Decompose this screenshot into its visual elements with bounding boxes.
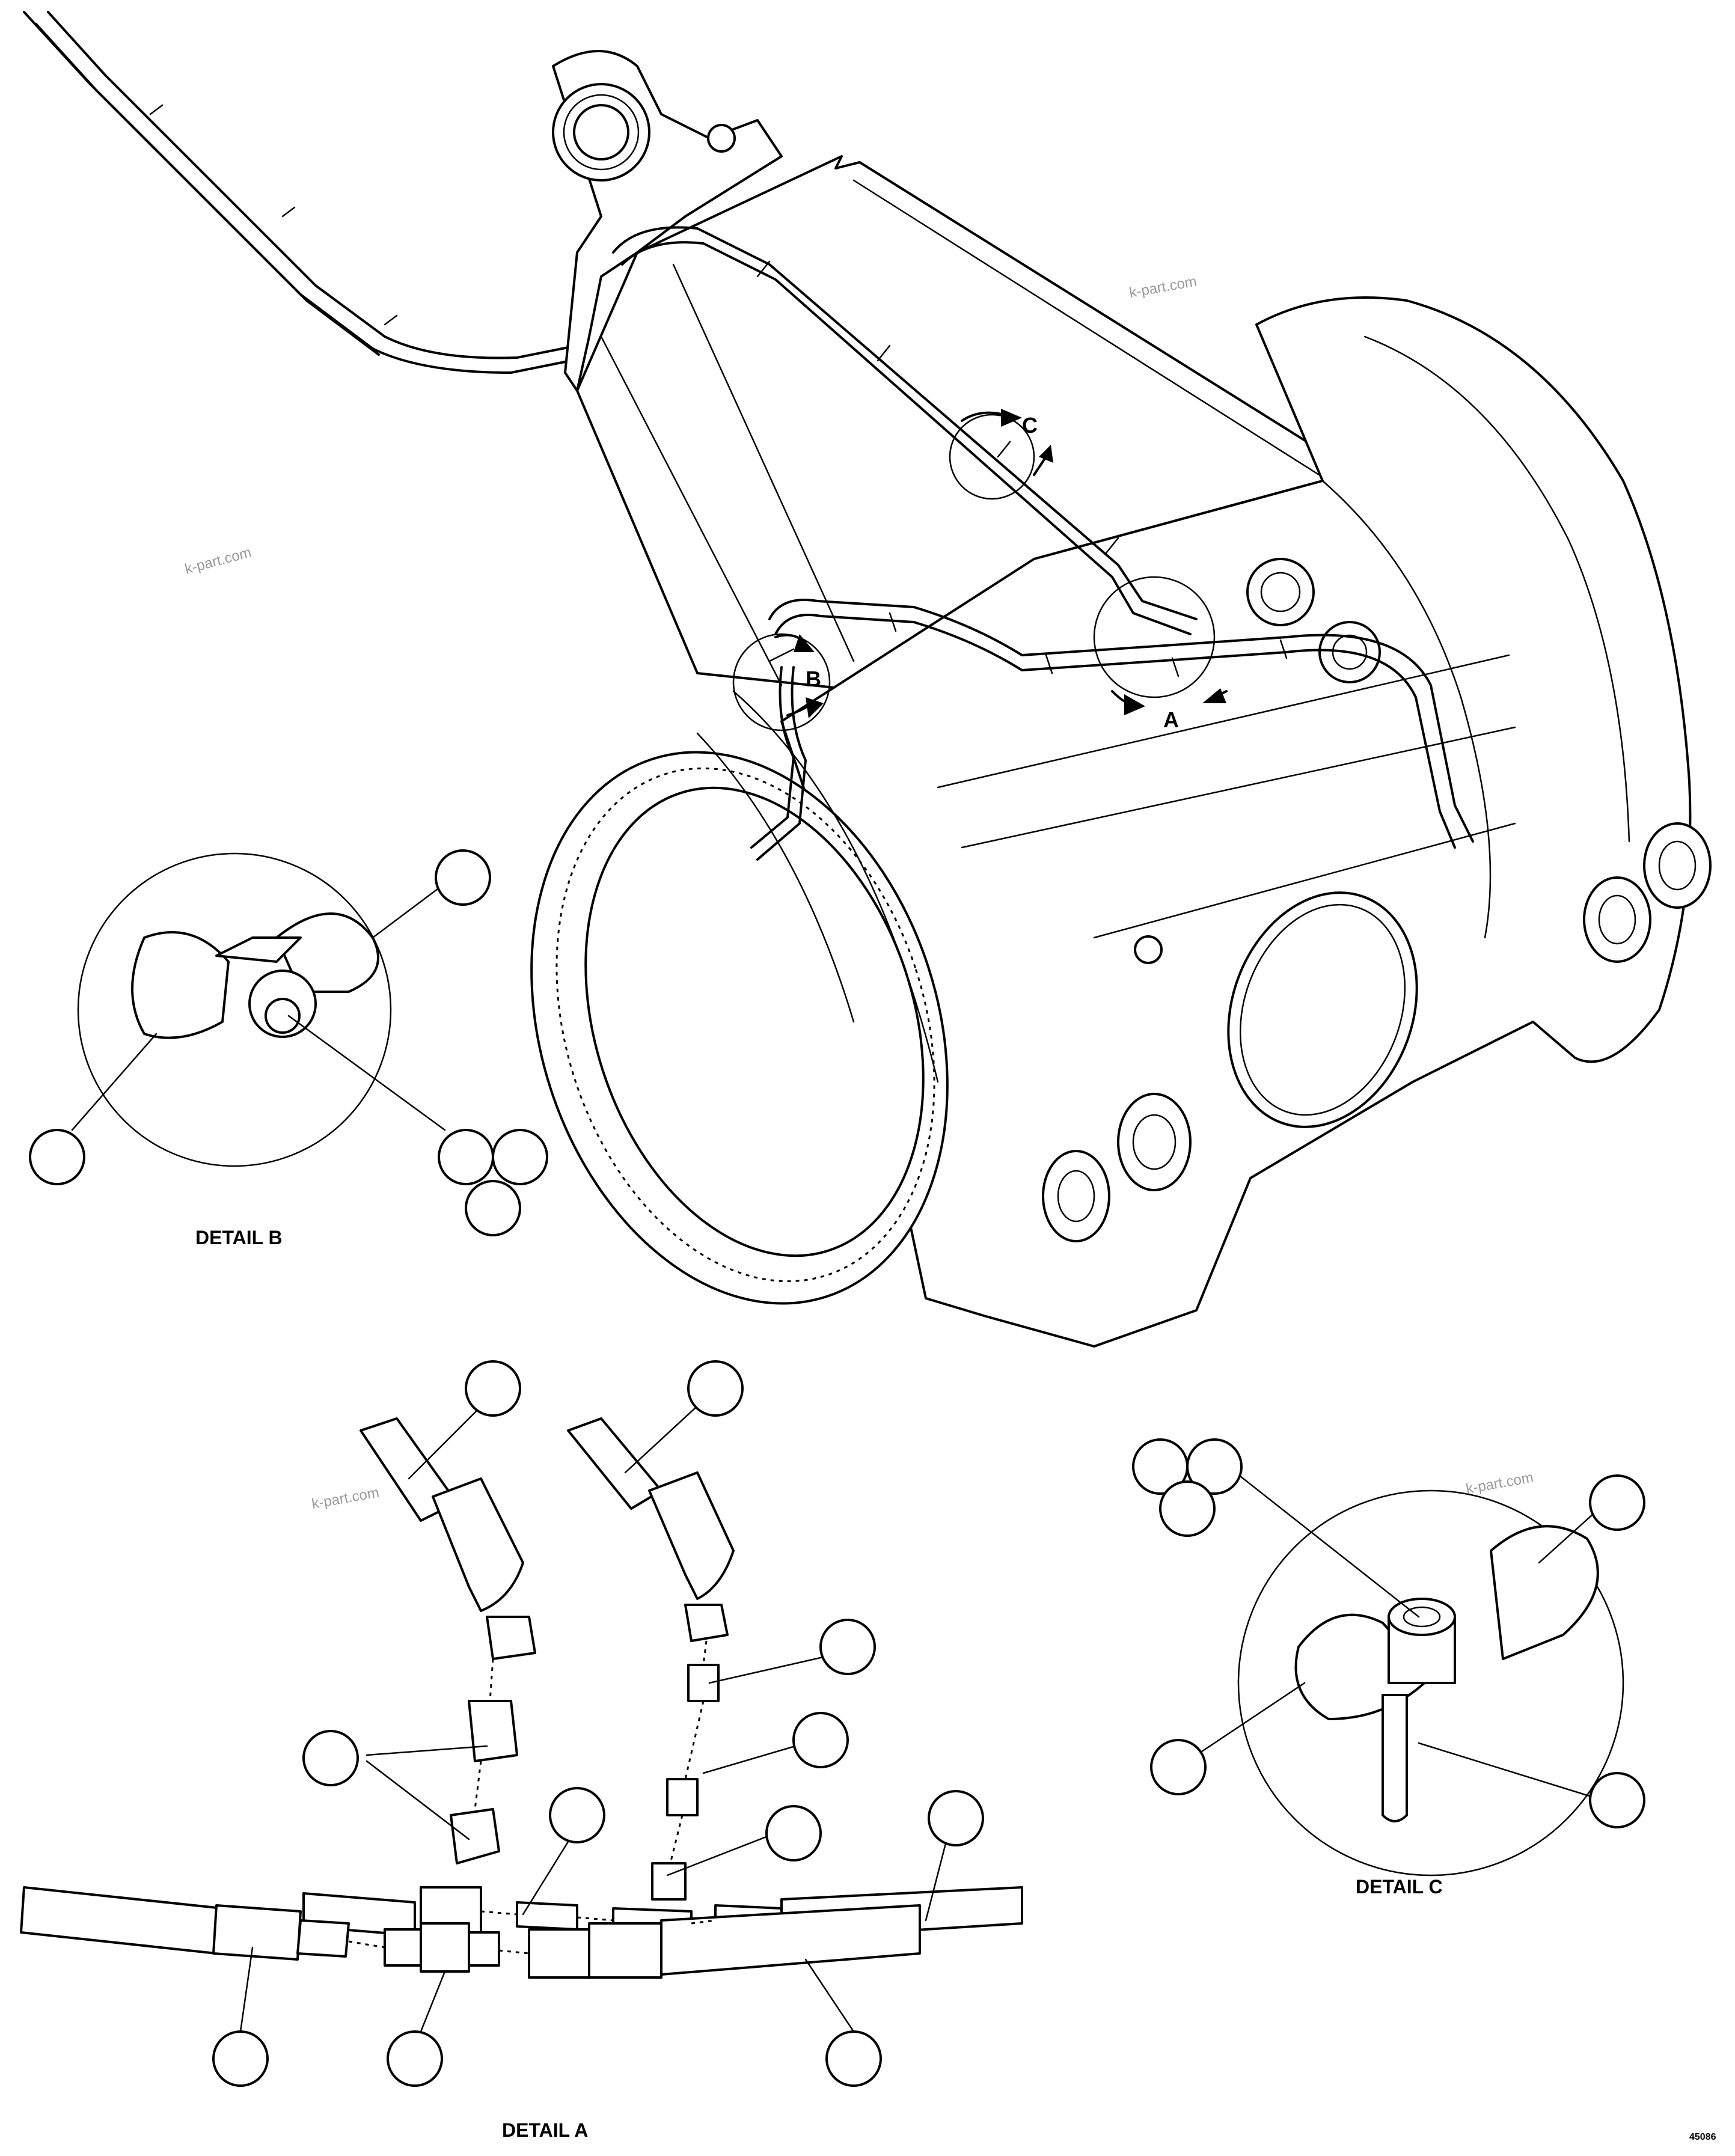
callout-balloon-icon bbox=[1186, 1438, 1243, 1495]
view-circle-c bbox=[949, 414, 1035, 500]
callout-balloon-icon bbox=[465, 1180, 521, 1236]
view-circle-a bbox=[1093, 576, 1216, 698]
view-marker-c: C bbox=[1022, 413, 1038, 438]
mounting-bracket bbox=[552, 50, 783, 392]
view-arrow-icon bbox=[806, 697, 824, 718]
view-arrow-icon bbox=[1001, 409, 1022, 427]
callout-balloon-icon bbox=[212, 2030, 269, 2087]
callout-balloon-icon bbox=[928, 1790, 984, 1846]
callout-balloon-icon bbox=[1589, 1772, 1645, 1828]
rear-housing bbox=[780, 296, 1712, 1348]
view-marker-b: B bbox=[806, 667, 821, 691]
detail-c: DETAIL C k-part.com bbox=[1132, 1438, 1645, 1898]
callout-balloon-icon bbox=[29, 1129, 85, 1185]
callout-balloon-icon bbox=[492, 1129, 548, 1185]
callout-balloon-icon bbox=[1589, 1474, 1645, 1531]
routed-hoses bbox=[612, 226, 1474, 861]
callout-balloon-icon bbox=[435, 849, 491, 906]
callout-balloon-icon bbox=[302, 1730, 359, 1786]
callout-balloon-icon bbox=[438, 1129, 494, 1185]
view-arrow-icon bbox=[1039, 445, 1053, 463]
detail-b-title: DETAIL B bbox=[195, 1227, 283, 1248]
detail-b: DETAIL B bbox=[29, 849, 548, 1248]
view-indicators: C B A bbox=[732, 409, 1228, 732]
view-arrow-icon bbox=[1124, 694, 1145, 715]
detail-c-title: DETAIL C bbox=[1356, 1876, 1443, 1898]
callout-balloon-icon bbox=[549, 1787, 605, 1843]
callout-balloon-icon bbox=[792, 1712, 849, 1768]
watermark: k-part.com bbox=[183, 544, 253, 577]
callout-balloon-icon bbox=[825, 2030, 882, 2087]
upper-hose-bundle bbox=[23, 11, 578, 374]
main-assembly: C B A k-part.com k-part.com bbox=[23, 11, 1712, 1348]
view-marker-a: A bbox=[1163, 707, 1179, 732]
view-arrow-icon bbox=[1202, 688, 1226, 703]
watermark: k-part.com bbox=[1128, 273, 1198, 301]
callout-balloon-icon bbox=[1159, 1480, 1216, 1537]
detail-a-title: DETAIL A bbox=[502, 2119, 588, 2141]
callout-balloon-icon bbox=[387, 2030, 443, 2087]
callout-balloon-icon bbox=[1150, 1739, 1207, 1795]
view-circle-b bbox=[732, 633, 831, 731]
callout-balloon-icon bbox=[819, 1619, 876, 1675]
watermark: k-part.com bbox=[310, 1485, 380, 1512]
watermark: k-part.com bbox=[1464, 1470, 1534, 1497]
view-arrow-icon bbox=[794, 634, 815, 652]
drawing-number: 45086 bbox=[1689, 2132, 1716, 2142]
detail-a: DETAIL A k-part.com bbox=[20, 1360, 1023, 2141]
callout-balloon-icon bbox=[687, 1360, 744, 1417]
callout-balloon-icon bbox=[765, 1805, 822, 1861]
front-flange bbox=[530, 690, 949, 1305]
callout-balloon-icon bbox=[465, 1360, 521, 1417]
